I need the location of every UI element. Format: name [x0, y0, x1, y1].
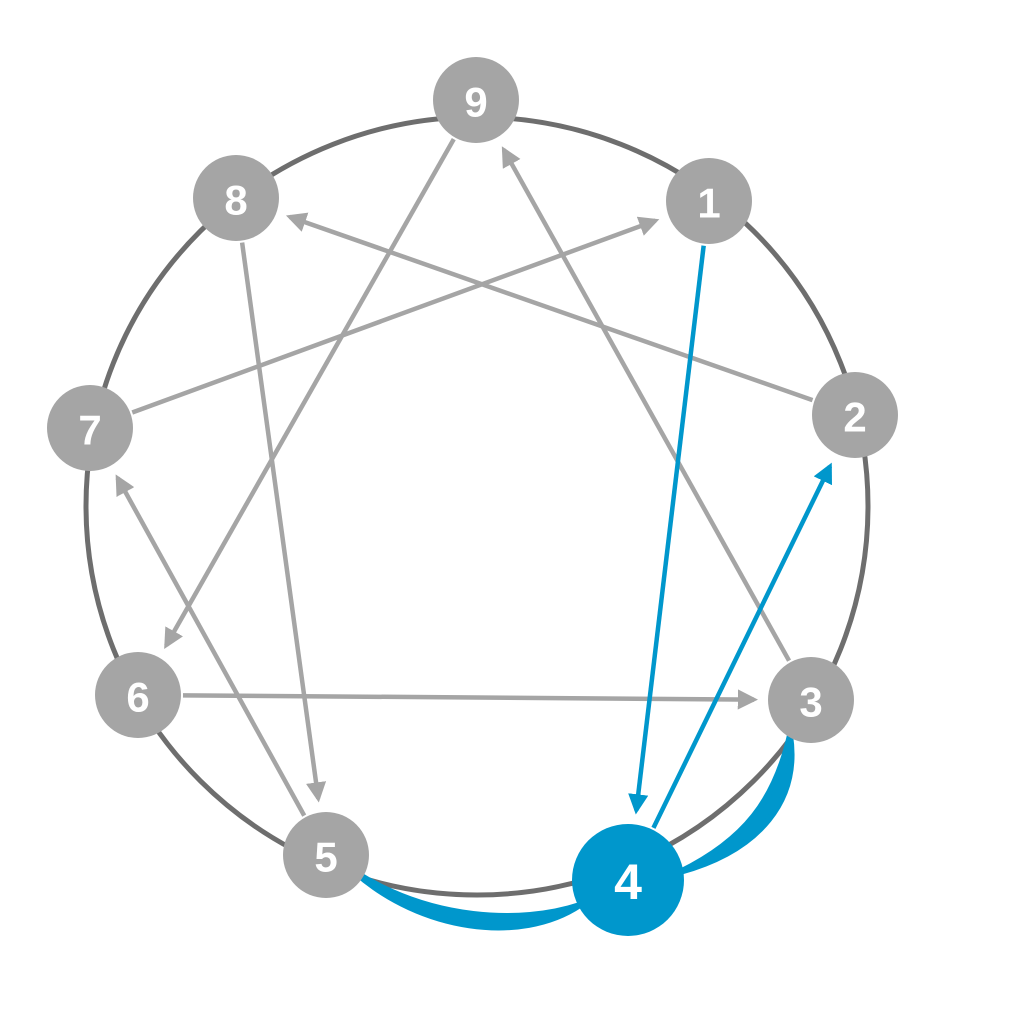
arrow-3-to-9: [501, 146, 792, 662]
arrow-1-to-4: [628, 245, 706, 815]
node-circle: [433, 57, 519, 143]
node-label: 5: [314, 834, 337, 881]
node-9: 9: [433, 57, 519, 143]
node-circle: [666, 158, 752, 244]
arrow-8-to-5: [239, 242, 327, 803]
node-circle: [47, 385, 133, 471]
node-7: 7: [47, 385, 133, 471]
outer-ring: [83, 114, 871, 898]
node-label: 9: [464, 79, 487, 126]
node-circle: [193, 155, 279, 241]
arrow-2-to-8: [285, 212, 814, 403]
node-5: 5: [283, 812, 369, 898]
arrow-6-to-3: [182, 689, 759, 710]
node-circle: [572, 824, 684, 936]
node-circle: [812, 372, 898, 458]
arrow-5-to-7: [115, 474, 307, 817]
node-circle: [768, 657, 854, 743]
node-4: 4: [572, 824, 684, 936]
node-8: 8: [193, 155, 279, 241]
wing-4-5: [353, 869, 582, 931]
arrow-4-to-2: [651, 462, 833, 829]
node-label: 7: [78, 407, 101, 454]
node-label: 1: [697, 180, 720, 227]
node-label: 3: [799, 679, 822, 726]
node-circle: [95, 652, 181, 738]
arrow-9-to-6: [164, 138, 456, 649]
node-label: 2: [843, 394, 866, 441]
node-3: 3: [768, 657, 854, 743]
node-label: 6: [126, 674, 149, 721]
node-circle: [283, 812, 369, 898]
node-2: 2: [812, 372, 898, 458]
arrow-7-to-1: [131, 216, 660, 415]
node-6: 6: [95, 652, 181, 738]
node-label: 4: [614, 854, 642, 910]
node-1: 1: [666, 158, 752, 244]
node-label: 8: [224, 177, 247, 224]
